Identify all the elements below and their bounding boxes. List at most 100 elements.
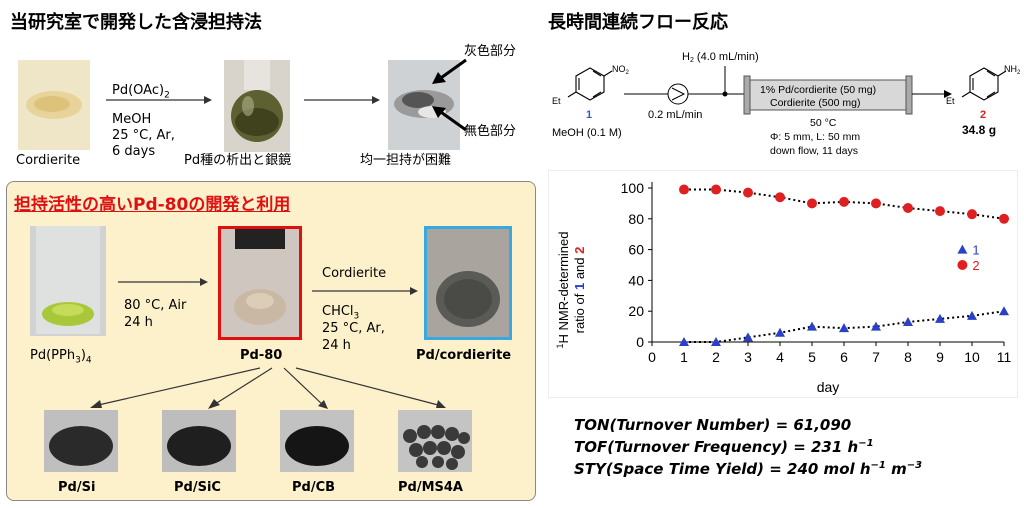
x-tick-label: 9	[936, 349, 944, 365]
cordierite-powder-icon	[26, 91, 82, 119]
data-point-1	[999, 306, 1009, 316]
ratio-chart: 1H NMR-determined ratio of 1 and 2 0 20 40…	[548, 170, 1018, 398]
y-axis-label: 1H NMR-determined ratio of 1 and 2	[555, 232, 587, 349]
x-tick-label: 6	[840, 349, 848, 365]
beads-icon	[403, 425, 470, 470]
black-powder-icon	[167, 426, 231, 466]
cond2-solvent: CHCl3	[322, 304, 360, 322]
callout-arrow-icon	[432, 58, 467, 84]
time-label: 6 days	[112, 144, 156, 159]
metric-tof: TOF(Turnover Frequency) = 231 h−1	[574, 438, 874, 456]
sm-solvent: MeOH (0.1 M)	[552, 127, 622, 139]
data-point-2	[743, 187, 753, 198]
metric-ton: TON(Turnover Number) = 61,090	[574, 416, 852, 434]
flask-icon	[231, 60, 283, 142]
sm-number: 1	[586, 109, 592, 121]
black-powder-icon	[49, 426, 113, 466]
cond2-temp: 25 °C, Ar,	[322, 321, 385, 336]
legend-label-1: 1	[972, 243, 979, 258]
data-point-2	[871, 198, 881, 209]
data-point-2	[903, 203, 913, 214]
prod-et: Et	[946, 96, 955, 106]
data-point-2	[839, 196, 849, 207]
y-tick-label: 100	[621, 180, 645, 196]
derivative-label-sic: Pd/SiC	[174, 480, 221, 495]
arrow-right-icon	[312, 287, 418, 295]
left-heading: 当研究室で開発した含浸担持法	[10, 12, 262, 33]
arrow-right-icon	[304, 96, 380, 104]
derivative-photo-cb	[280, 410, 354, 472]
pd80-photo	[218, 226, 302, 340]
x-tick-label: 3	[744, 349, 752, 365]
data-point-1	[935, 313, 945, 323]
prod-nh2: NH2	[1004, 64, 1021, 76]
cond2-reagent: Cordierite	[322, 266, 387, 281]
y-tick-label: 20	[628, 303, 644, 319]
x-tick-label: 2	[712, 349, 720, 365]
x-tick-label: 4	[776, 349, 784, 365]
callout-colorless-label: 無色部分	[464, 124, 517, 139]
x-tick-label: 8	[904, 349, 912, 365]
x-tick-label: 0	[648, 349, 656, 365]
data-point-1	[711, 337, 721, 346]
data-point-1	[775, 327, 785, 337]
derivative-photo-sic	[162, 410, 236, 472]
data-point-1	[839, 323, 849, 333]
fanout-arrows-icon	[90, 367, 446, 409]
precursor-label: Pd(PPh3)4	[30, 348, 92, 366]
data-point-1	[807, 321, 817, 331]
y-tick-label: 80	[628, 211, 644, 227]
column-line1: 1% Pd/cordierite (50 mg)	[760, 84, 876, 96]
data-point-1	[743, 332, 753, 342]
flask-caption: Pd種の析出と銀鏡	[184, 153, 292, 168]
data-point-1	[679, 337, 689, 346]
svg-text:ratio of 1 and 2: ratio of 1 and 2	[572, 247, 587, 334]
derivative-label-si: Pd/Si	[58, 480, 96, 495]
cordierite-label: Cordierite	[16, 153, 81, 168]
derivative-photo-ms4a	[398, 410, 472, 472]
data-point-2	[807, 198, 817, 209]
cond-dimensions: Φ: 5 mm, L: 50 mm	[770, 131, 860, 143]
svg-text:1H NMR-determined: 1H NMR-determined	[555, 232, 571, 349]
temp-label: 25 °C, Ar,	[112, 128, 175, 143]
legend-marker-2	[957, 260, 968, 270]
reagent-label: Pd(OAc)2	[112, 83, 170, 101]
residue-photo	[388, 60, 460, 150]
x-tick-label: 7	[872, 349, 880, 365]
h2-label: H2 (4.0 mL/min)	[682, 51, 759, 64]
y-tick-label: 40	[628, 272, 644, 288]
precursor-photo	[30, 226, 106, 336]
x-axis-label: day	[817, 379, 840, 395]
sm-no2: NO2	[612, 64, 630, 76]
y-tick-label: 60	[628, 242, 644, 258]
callout-gray-label: 灰色部分	[464, 44, 517, 59]
derivative-photo-si	[44, 410, 118, 472]
data-point-2	[935, 206, 945, 217]
derivative-label-ms4a: Pd/MS4A	[398, 480, 463, 495]
right-heading: 長時間連続フロー反応	[548, 12, 728, 33]
cond-temp: 50 °C	[810, 117, 837, 129]
cond-flow: down flow, 11 days	[770, 145, 858, 157]
x-tick-label: 1	[680, 349, 688, 365]
x-tick-label: 11	[997, 349, 1012, 365]
x-tick-label: 5	[808, 349, 816, 365]
data-point-2	[679, 184, 689, 195]
flow-scheme: NO2 Et 1 MeOH (0.1 M) H2 (4.0 mL/min) 0.…	[552, 51, 1021, 157]
flow-rate-label: 0.2 mL/min	[648, 109, 702, 121]
cond1-line1: 80 °C, Air	[124, 298, 187, 313]
legend-label-2: 2	[972, 258, 979, 273]
pd80-label: Pd-80	[240, 348, 283, 363]
black-powder-icon	[285, 426, 349, 466]
data-point-2	[967, 209, 977, 220]
arrow-right-icon	[106, 96, 212, 104]
prod-yield: 34.8 g	[962, 123, 996, 137]
cond1-line2: 24 h	[124, 315, 153, 330]
derivative-label-cb: Pd/CB	[292, 480, 336, 495]
data-point-2	[775, 192, 785, 203]
metric-sty: STY(Space Time Yield) = 240 mol h−1 m−3	[574, 460, 923, 478]
vial-icon	[436, 271, 500, 327]
data-point-1	[871, 321, 881, 331]
cordierite-photo	[18, 60, 90, 150]
product-structure	[961, 67, 1007, 101]
pd-cordierite-photo	[424, 226, 512, 340]
